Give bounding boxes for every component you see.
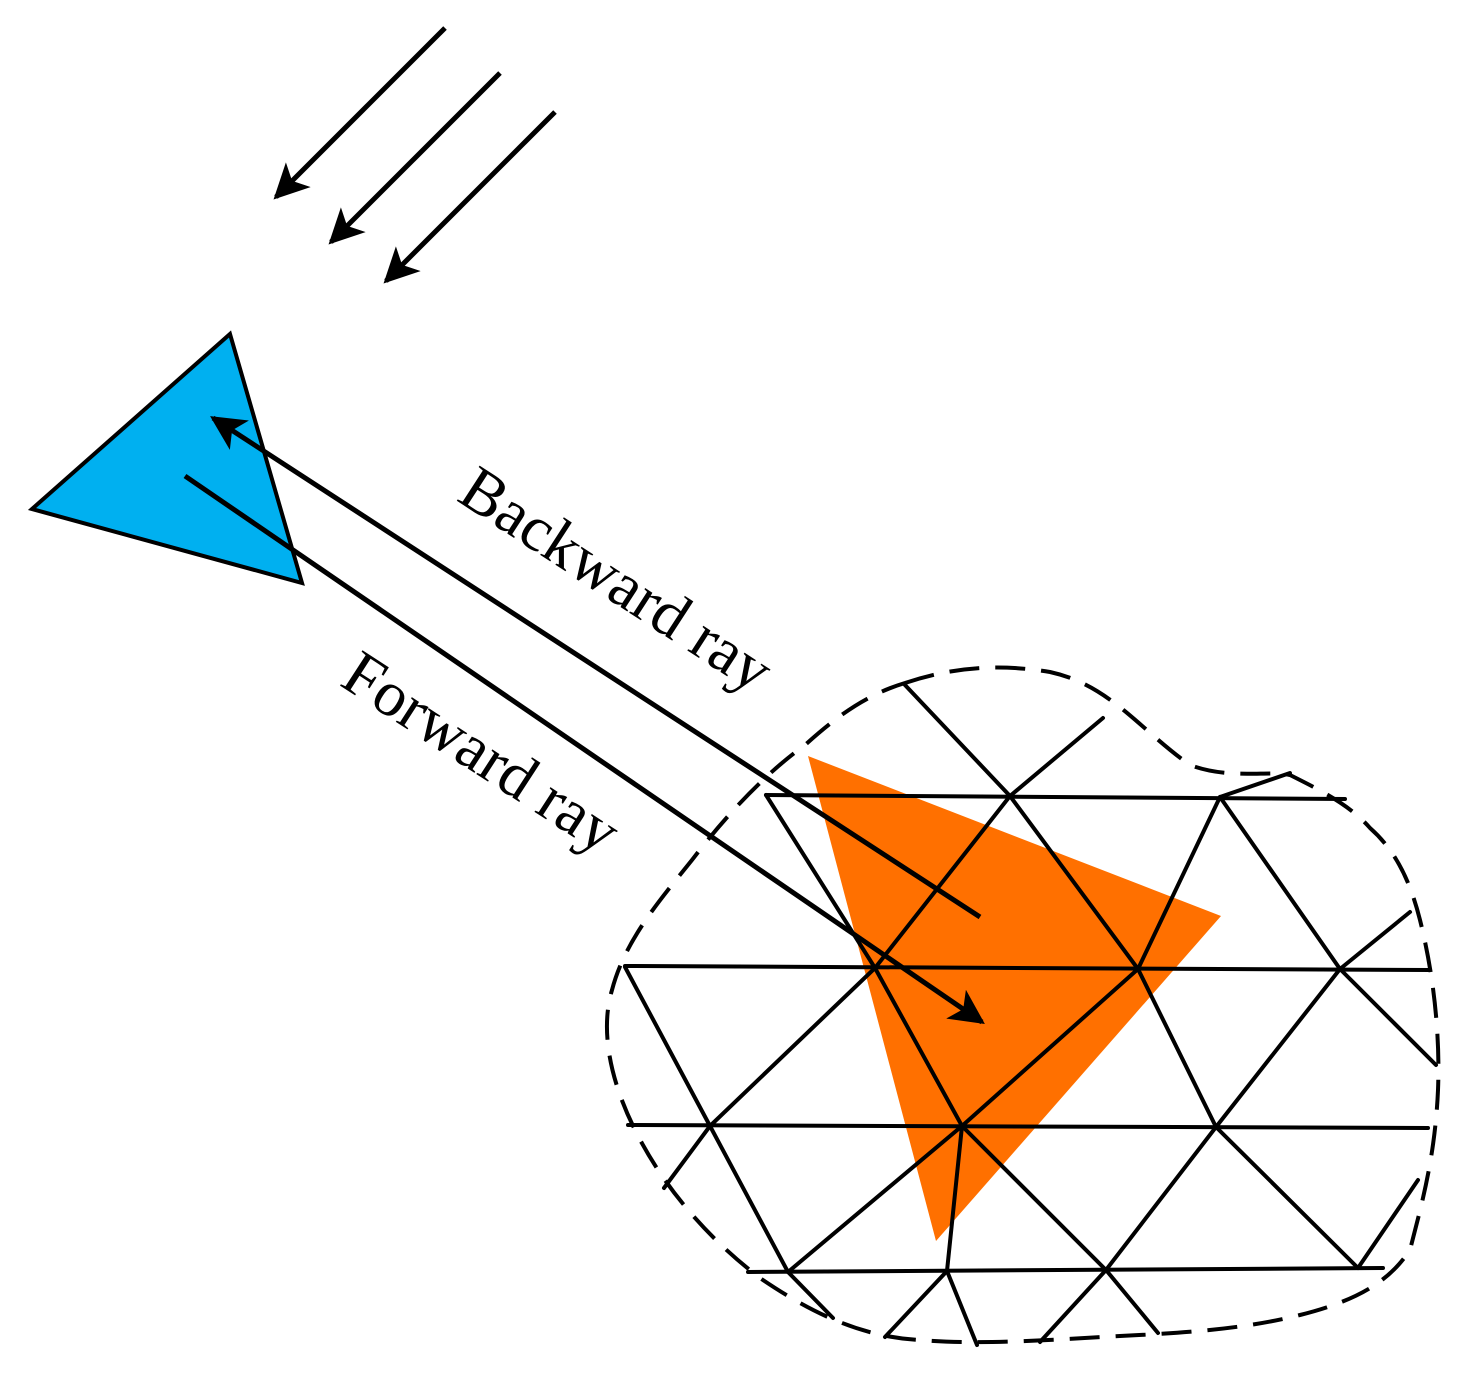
mesh-edge (1218, 795, 1342, 971)
mesh-edge (623, 965, 712, 1128)
mesh-edge (873, 966, 964, 1128)
mesh-boundary (604, 665, 1441, 1345)
mesh-edge (1338, 910, 1412, 971)
mesh-edge (873, 794, 1012, 970)
mesh-edge (1214, 1125, 1360, 1270)
mesh-edge (1008, 794, 1140, 971)
mesh-row-2 (623, 964, 1432, 972)
mesh-edge (662, 1124, 712, 1190)
mesh-edge (883, 1269, 949, 1339)
mesh-edge (1104, 1125, 1218, 1272)
source-triangle (27, 330, 305, 586)
mesh-edge (1214, 967, 1342, 1129)
mesh (623, 683, 1438, 1347)
mesh-edge (945, 1124, 964, 1273)
mesh-edge (945, 1269, 979, 1347)
backward-ray (210, 415, 982, 920)
incident-ray-3 (383, 110, 557, 284)
mesh-edge (708, 1124, 790, 1274)
incident-ray-2 (328, 71, 502, 245)
mesh-row-4 (746, 1266, 1385, 1274)
mesh-edge (1038, 1268, 1108, 1344)
incident-ray-1 (273, 26, 447, 200)
mesh-edge (1136, 795, 1222, 971)
mesh-edge (708, 966, 877, 1128)
mesh-row-1 (764, 793, 1347, 801)
mesh-edge (1218, 771, 1292, 799)
mesh-edge (1104, 1268, 1160, 1335)
mesh-edge (903, 683, 1012, 798)
mesh-edge (1338, 967, 1438, 1067)
mesh-edge (786, 1124, 964, 1274)
mesh-edge (1136, 967, 1218, 1129)
incident-rays (273, 26, 557, 284)
target-triangle (808, 756, 1221, 1241)
backward-ray-label: Backward ray (448, 452, 786, 706)
mesh-row-3 (626, 1123, 1430, 1130)
mesh-edge (960, 967, 1140, 1128)
forward-ray (183, 473, 985, 1025)
mesh-edge (1008, 716, 1105, 798)
mesh-edge (960, 1124, 1108, 1272)
mesh-edge (1356, 1178, 1420, 1270)
mesh-edge (786, 1270, 835, 1320)
